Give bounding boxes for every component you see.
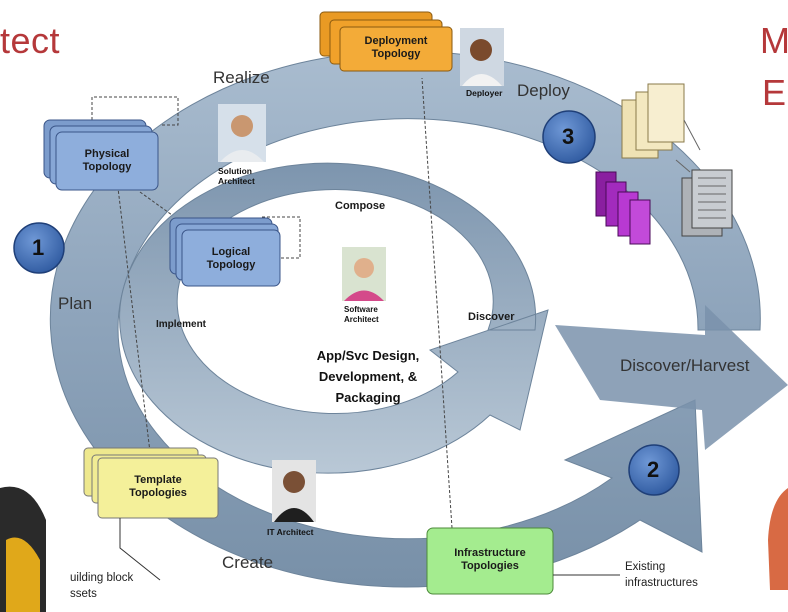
inner-cycle-ring (119, 162, 549, 474)
deployment-topology-box (319, 11, 453, 72)
phase-realize: Realize (213, 68, 270, 87)
deployer-photo (460, 28, 504, 86)
heading-right-line2: E (762, 72, 787, 113)
server-icons (595, 83, 733, 245)
step-number-1: 1 (32, 235, 45, 260)
discover-harvest-arrow (555, 305, 788, 450)
infrastructure-topologies-box (426, 527, 554, 595)
step-number-3: 3 (562, 124, 575, 149)
phase-create: Create (222, 553, 274, 572)
template-topologies-box (83, 447, 219, 519)
logical-topology-box (169, 217, 281, 287)
it-architect-label: IT Architect (267, 527, 314, 537)
right-edge-figure (768, 488, 788, 590)
phase-compose: Compose (335, 200, 386, 212)
step-circle-2 (628, 444, 680, 496)
it-architect-photo (272, 460, 316, 522)
step-circle-3 (542, 110, 596, 164)
software-architect-photo (342, 247, 386, 301)
heading-right-line1: M (760, 20, 788, 61)
phase-plan: Plan (58, 294, 93, 313)
solution-architect-photo (218, 104, 266, 162)
physical-topology-box (43, 119, 159, 191)
note-leader-lines (119, 518, 620, 581)
phase-discover: Discover (468, 311, 515, 323)
connector-lines (91, 77, 453, 529)
phase-implement: Implement (156, 319, 207, 330)
heading-left: tect (0, 20, 61, 61)
step-number-2: 2 (647, 457, 660, 482)
phase-discover-harvest: Discover/Harvest (620, 356, 750, 375)
center-description: App/Svc Design, Development, & Packaging (316, 348, 420, 405)
phase-deploy: Deploy (517, 81, 570, 100)
deployer-label: Deployer (466, 88, 503, 98)
step-circle-1 (13, 222, 65, 274)
left-edge-figure (0, 486, 46, 612)
